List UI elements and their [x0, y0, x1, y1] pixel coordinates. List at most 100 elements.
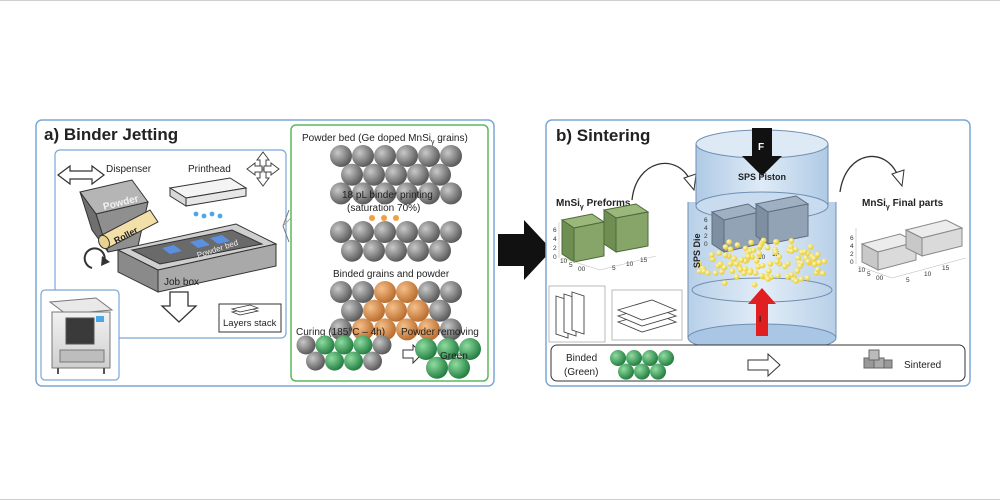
- grain: [658, 350, 674, 366]
- particle: [753, 258, 760, 264]
- legend-green-label: (Green): [564, 367, 598, 378]
- grain: [344, 351, 363, 371]
- grain: [396, 221, 418, 243]
- particle: [788, 238, 795, 244]
- grain: [315, 335, 335, 355]
- particle: [801, 248, 808, 255]
- particle: [788, 244, 794, 250]
- particle: [811, 255, 817, 262]
- particle: [709, 252, 715, 258]
- grain: [440, 281, 462, 303]
- axis-tick-label: 2: [704, 233, 708, 240]
- saturation-label: (saturation 70%): [347, 203, 420, 214]
- axis-tick-label: 10: [758, 254, 766, 261]
- particle: [726, 239, 732, 245]
- grain: [396, 145, 418, 167]
- grain: [334, 335, 354, 355]
- particle: [727, 261, 734, 267]
- particle: [709, 256, 716, 262]
- final-axes: [855, 228, 967, 279]
- legend-sintered-label: Sintered: [904, 360, 941, 371]
- axis-tick-label: 6: [850, 235, 854, 242]
- sps-die-label: SPS Die: [692, 233, 702, 268]
- particle: [696, 268, 703, 275]
- particle: [784, 273, 791, 280]
- legend-binded-label: Binded: [566, 353, 597, 364]
- grain: [374, 318, 396, 341]
- particle: [722, 244, 729, 250]
- particle: [738, 257, 745, 263]
- grain: [440, 145, 462, 167]
- grain: [396, 281, 418, 303]
- rotation-arrow-icon: [83, 247, 110, 269]
- particle: [755, 263, 761, 270]
- preforms-label: MnSiγ Preforms: [556, 198, 631, 211]
- grain: [448, 356, 470, 379]
- particle: [752, 270, 759, 276]
- axis-tick-label: 15: [942, 265, 950, 272]
- particle: [757, 243, 763, 250]
- particle: [760, 237, 767, 244]
- axis-tick-label: 6: [553, 227, 557, 234]
- particle: [750, 247, 757, 253]
- green-label: Green: [440, 351, 468, 362]
- particle: [797, 263, 803, 269]
- legend-right-arrow: [747, 352, 781, 378]
- cured-grains: [296, 335, 392, 371]
- vertical-sheets-icon: [555, 291, 585, 339]
- legend-green-grains: [610, 350, 674, 380]
- grain: [374, 281, 396, 303]
- move-arrows-icon: [246, 151, 280, 187]
- grain: [642, 350, 658, 366]
- axis-tick-label: 15: [640, 257, 648, 264]
- down-arrow: [160, 291, 198, 323]
- grain: [440, 182, 462, 205]
- particle: [705, 270, 711, 276]
- job-box: [116, 223, 278, 293]
- axis-tick-label: 00: [578, 266, 586, 273]
- panel-transition-arrow: [498, 220, 552, 280]
- particle: [816, 259, 823, 266]
- particle: [727, 246, 734, 252]
- grain: [352, 281, 374, 303]
- particle: [805, 258, 811, 265]
- legend-sintered-icon: [863, 349, 893, 369]
- particle: [774, 258, 780, 265]
- grain: [396, 182, 418, 205]
- axis-tick-label: 0: [553, 254, 557, 261]
- green-part-grains: [415, 338, 481, 379]
- particle: [716, 250, 722, 256]
- particle: [741, 270, 747, 276]
- job-box-label: Job box: [164, 277, 199, 288]
- step-powder-bed-label: Powder bed (Ge doped MnSiγ grains): [302, 133, 468, 146]
- particle: [737, 266, 744, 273]
- preform-axes: [558, 222, 657, 271]
- particle: [747, 269, 753, 276]
- particle: [729, 268, 735, 274]
- particle: [772, 249, 779, 256]
- particle: [712, 270, 719, 276]
- grain: [396, 318, 418, 341]
- grain: [407, 239, 429, 262]
- horizontal-sheets-icon: [616, 299, 678, 333]
- particle: [748, 239, 754, 246]
- grain: [296, 335, 316, 355]
- printer-schematic-frame: [54, 149, 287, 339]
- grain: [330, 221, 352, 243]
- particle: [742, 245, 749, 252]
- dispenser-label: Dispenser: [106, 164, 152, 175]
- grain: [429, 163, 451, 186]
- binder-printing-label: 18 pL binder printing: [342, 190, 433, 201]
- axis-tick-label: 10: [924, 271, 932, 278]
- particle: [719, 269, 725, 275]
- powder-particles: [696, 237, 828, 288]
- grain: [374, 182, 396, 205]
- force-top-label: F: [758, 142, 764, 153]
- particle: [815, 251, 821, 258]
- grain: [330, 281, 352, 303]
- grain: [330, 145, 352, 167]
- particle: [788, 248, 795, 254]
- particle: [765, 276, 771, 282]
- grain: [626, 350, 642, 366]
- grain: [440, 318, 462, 341]
